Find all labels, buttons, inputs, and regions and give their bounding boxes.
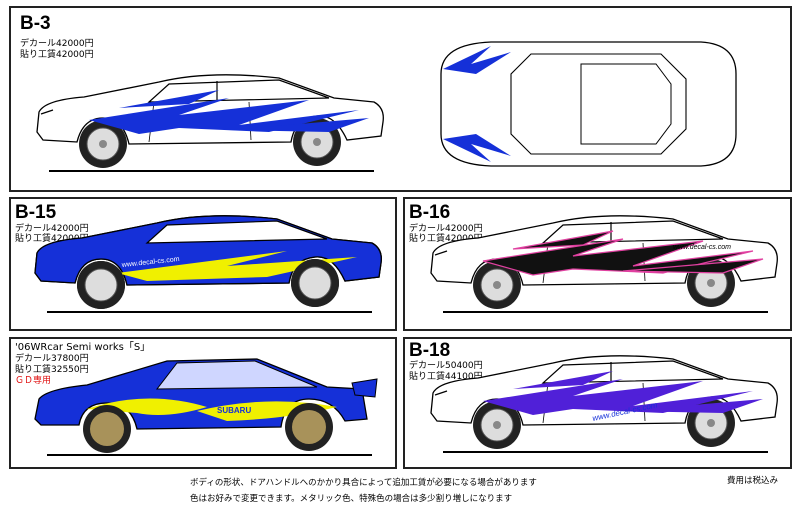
product-panel-wrcar[interactable]: '06WRcar Semi works「S」 デカール37800円 貼り工賃32…: [9, 337, 397, 469]
tax-note: 費用は税込み: [727, 476, 779, 486]
decal-price: デカール42000円: [409, 224, 483, 234]
product-panel-b3[interactable]: B-3 デカール42000円 貼り工賃42000円: [9, 6, 792, 192]
install-price: 貼り工賃42000円: [409, 234, 483, 244]
car-side-image: www.decal-cs.com: [430, 215, 778, 313]
product-code: B-15: [15, 202, 57, 223]
product-panel-b16[interactable]: B-16 デカール42000円 貼り工賃42000円 www.decal-cs.…: [403, 197, 792, 331]
product-panel-b15[interactable]: B-15 デカール42000円 貼り工賃42000円 www.decal-cs.…: [9, 197, 397, 331]
install-price: 貼り工賃32550円: [15, 365, 89, 375]
car-side-image: SUBARU: [34, 358, 378, 456]
car-side-image: [36, 74, 384, 172]
install-price: 貼り工賃44100円: [409, 372, 483, 382]
decal-price: デカール42000円: [15, 224, 89, 234]
product-code: '06WRcar Semi works「S」: [15, 342, 151, 353]
footer-note-1: ボディの形状、ドアハンドルへのかかり具合によって追加工賃が必要になる場合がありま…: [190, 478, 537, 488]
side-text: www.decal-cs.com: [673, 244, 731, 251]
footer-note-2: 色はお好みで変更できます。メタリック色、特殊色の場合は多少割り増しになります: [190, 494, 513, 504]
product-code: B-16: [409, 202, 451, 223]
gd-only-label: ＧＤ専用: [15, 376, 52, 386]
install-price: 貼り工賃42000円: [15, 234, 89, 244]
side-text: SUBARU: [217, 406, 251, 415]
car-side-image: www.decal-cs.com: [34, 215, 382, 313]
product-code: B-3: [20, 13, 51, 34]
product-panel-b18[interactable]: B-18 デカール50400円 貼り工賃44100円 www.decal-cs.…: [403, 337, 792, 469]
decal-price: デカール50400円: [409, 361, 483, 371]
product-code: B-18: [409, 340, 451, 361]
install-price: 貼り工賃42000円: [20, 50, 94, 60]
car-side-image: www.decal-cs.com: [430, 355, 778, 453]
decal-price: デカール42000円: [20, 39, 94, 49]
decal-price: デカール37800円: [15, 354, 89, 364]
car-top-image: [440, 41, 737, 167]
